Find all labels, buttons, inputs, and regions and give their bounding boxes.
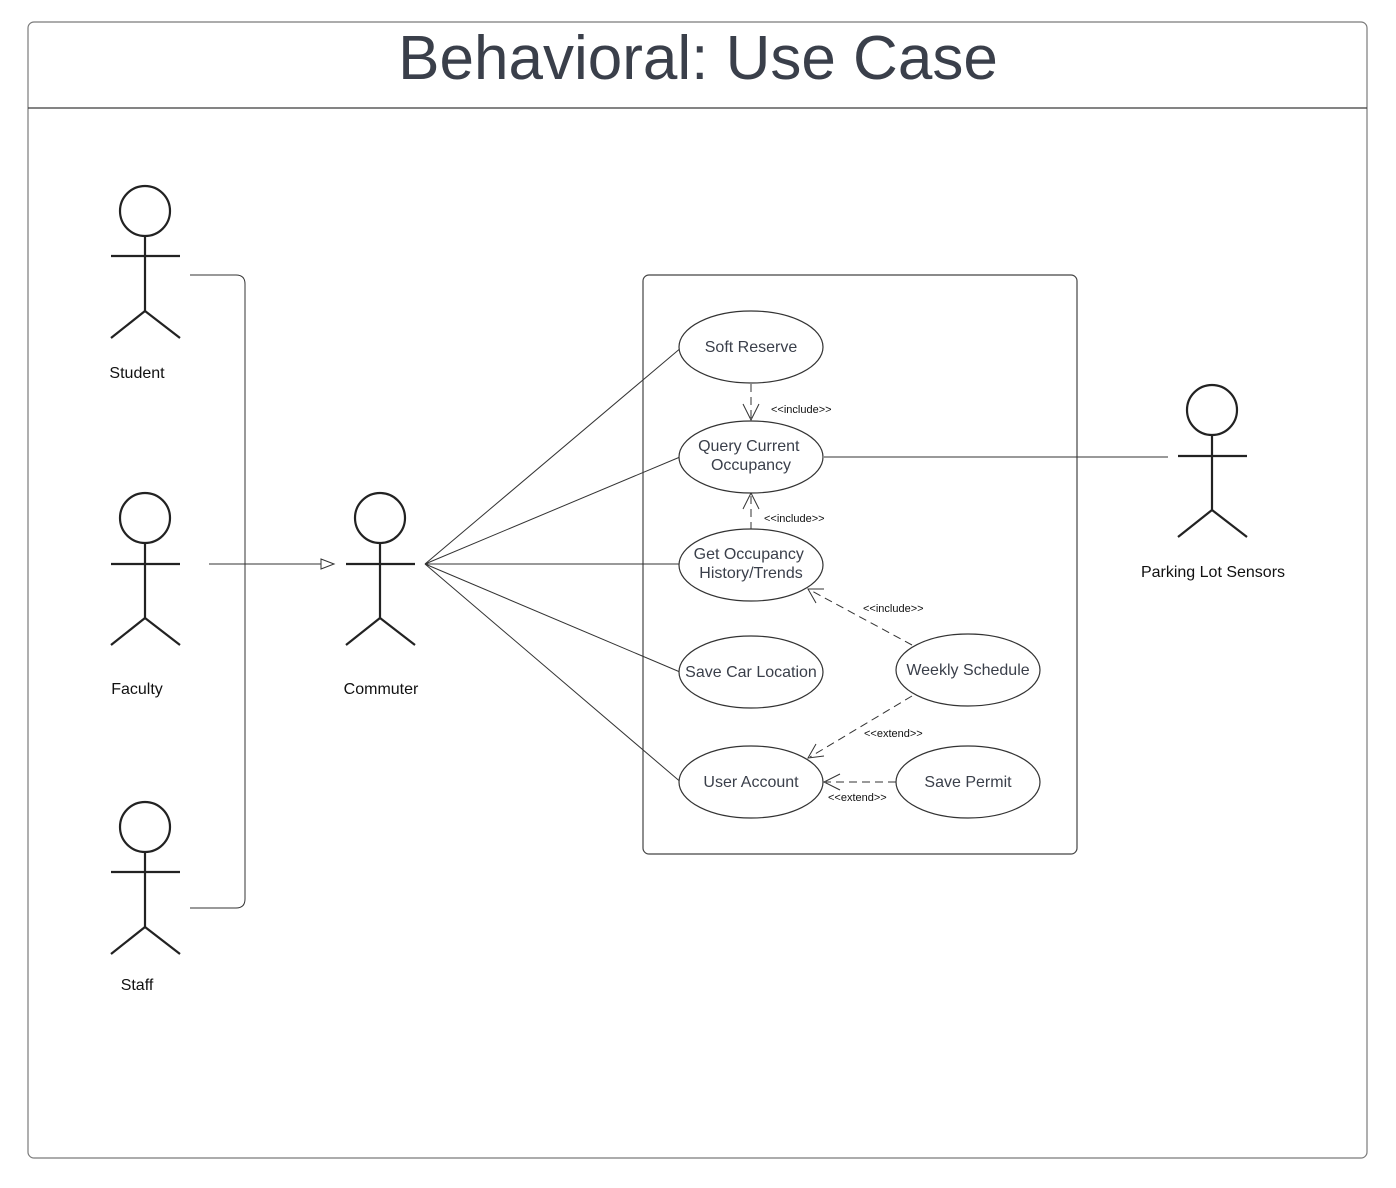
dependency-arrowhead	[807, 588, 824, 604]
association-save-car-location	[424, 563, 681, 673]
stereotype-label: <<extend>>	[864, 728, 923, 740]
actor-leg-right	[144, 617, 181, 646]
usecase-weekly-schedule[interactable]: Weekly Schedule	[895, 633, 1041, 707]
actor-parking-lot-sensors: Parking Lot Sensors	[1141, 383, 1285, 581]
dependency-line	[809, 589, 913, 646]
generalization-bracket	[190, 274, 246, 909]
actor-commuter: Commuter	[344, 491, 419, 698]
dependency-line	[809, 695, 913, 758]
usecase-ellipse	[678, 420, 824, 494]
usecase-label: Soft Reserve	[705, 339, 798, 356]
usecase-label: Query Current Occupancy	[698, 438, 804, 474]
actor-leg-right	[379, 617, 416, 646]
stereotype-label: <<include>>	[863, 603, 924, 615]
diagram-title: Behavioral: Use Case	[398, 24, 998, 93]
dependency-schedule-extend: <<extend>>	[807, 695, 923, 759]
actor-label-sensors: Parking Lot Sensors	[1141, 564, 1285, 581]
stereotype-label: <<include>>	[771, 404, 832, 416]
actor-label-staff: Staff	[121, 977, 154, 994]
usecase-label: Get Occupancy History/Trends	[694, 546, 809, 582]
usecase-soft-reserve[interactable]: Soft Reserve	[678, 310, 824, 384]
association-query-occupancy	[424, 456, 681, 565]
actor-label-faculty: Faculty	[111, 681, 163, 698]
actor-label-commuter: Commuter	[344, 681, 419, 698]
association-soft-reserve	[424, 346, 683, 565]
usecase-ellipse	[895, 745, 1041, 819]
dependency-permit-extend: <<extend>>	[822, 773, 896, 804]
usecase-user-account[interactable]: User Account	[678, 745, 824, 819]
actor-leg-left	[110, 926, 146, 955]
generalization-arrowhead	[320, 558, 336, 570]
usecase-label: Save Car Location	[685, 664, 817, 681]
actor-head	[1185, 383, 1239, 437]
actor-leg-right	[144, 310, 181, 339]
dependency-arrowhead	[822, 773, 841, 791]
actor-faculty: Faculty	[110, 491, 181, 698]
dependency-arrowhead	[807, 743, 825, 759]
association-user-account	[424, 563, 684, 785]
actor-leg-left	[1177, 509, 1213, 538]
usecase-ellipse	[678, 635, 824, 709]
usecase-label: Save Permit	[924, 774, 1012, 791]
dependency-arrowhead	[742, 403, 760, 422]
actor-leg-left	[110, 617, 146, 646]
actor-head	[118, 800, 172, 854]
dependency-schedule-include: <<include>>	[807, 588, 924, 646]
dependency-history-include: <<include>>	[742, 491, 825, 530]
usecase-label: User Account	[703, 774, 799, 791]
actor-leg-left	[345, 617, 381, 646]
usecase-ellipse	[678, 745, 824, 819]
actor-student: Student	[109, 184, 181, 382]
usecase-label: Weekly Schedule	[906, 662, 1029, 679]
usecase-ellipse	[895, 633, 1041, 707]
actor-head	[118, 491, 172, 545]
generalization-connector	[190, 274, 336, 909]
actor-head	[118, 184, 172, 238]
commuter-associations	[424, 346, 684, 785]
actor-head	[353, 491, 407, 545]
diagram-frame	[27, 21, 1368, 1159]
actor-leg-left	[110, 310, 146, 339]
actor-leg-right	[144, 926, 181, 955]
stereotype-label: <<include>>	[764, 513, 825, 525]
actor-label-student: Student	[109, 365, 165, 382]
usecase-get-occupancy-history[interactable]: Get Occupancy History/Trends	[678, 528, 824, 602]
usecase-save-permit[interactable]: Save Permit	[895, 745, 1041, 819]
stereotype-label: <<extend>>	[828, 792, 887, 804]
actor-leg-right	[1211, 509, 1248, 538]
dependency-soft-reserve-include: <<include>>	[742, 384, 832, 422]
usecase-ellipse	[678, 528, 824, 602]
usecase-ellipse	[678, 310, 824, 384]
actor-staff: Staff	[110, 800, 181, 994]
usecase-query-current-occupancy[interactable]: Query Current Occupancy	[678, 420, 824, 494]
usecase-save-car-location[interactable]: Save Car Location	[678, 635, 824, 709]
